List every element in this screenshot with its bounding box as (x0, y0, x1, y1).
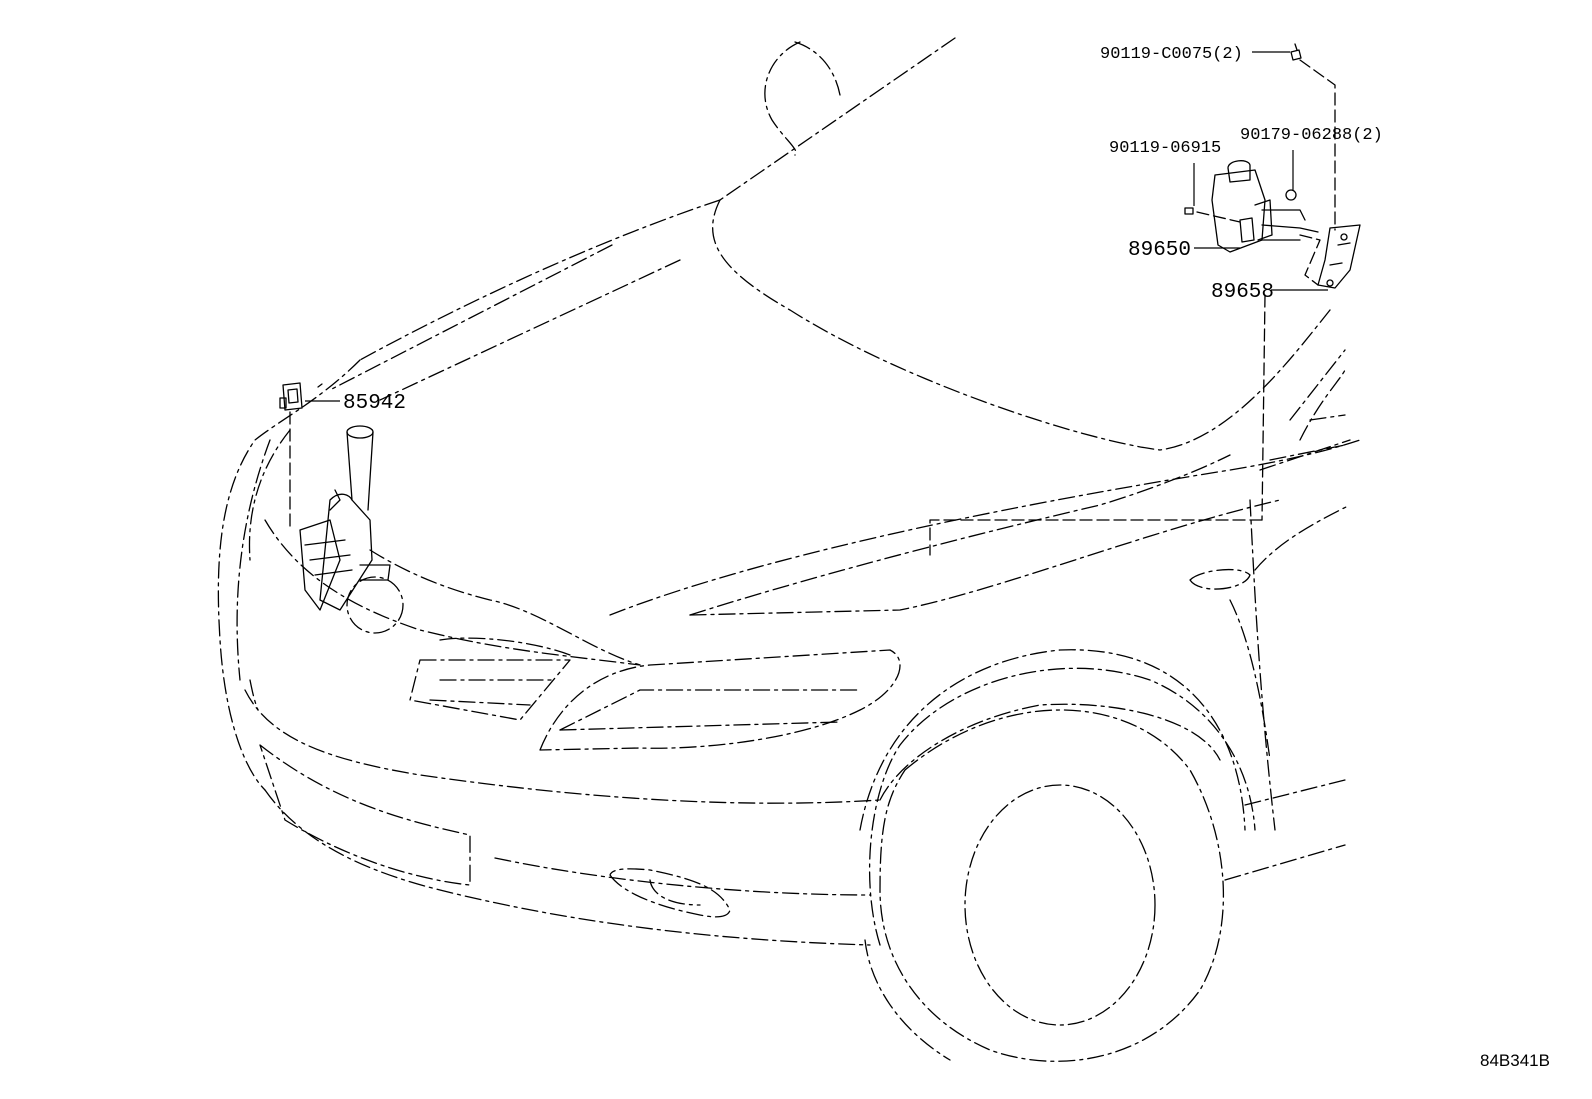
callout-85942: 85942 (343, 392, 406, 415)
diagram-reference-code: 84B341B (1480, 1051, 1550, 1070)
callout-89658: 89658 (1211, 281, 1274, 304)
callout-90179-06288: 90179-06288(2) (1240, 126, 1383, 145)
washer-tank (299, 425, 391, 611)
washer-pump (279, 382, 323, 531)
callout-90119-06915: 90119-06915 (1109, 139, 1221, 158)
leader-lines (305, 51, 1328, 402)
callout-89650: 89650 (1128, 239, 1191, 262)
car-outline (217, 37, 1361, 1062)
callout-90119-c0075: 90119-C0075(2) (1100, 45, 1243, 64)
sensor-assembly (929, 43, 1361, 556)
